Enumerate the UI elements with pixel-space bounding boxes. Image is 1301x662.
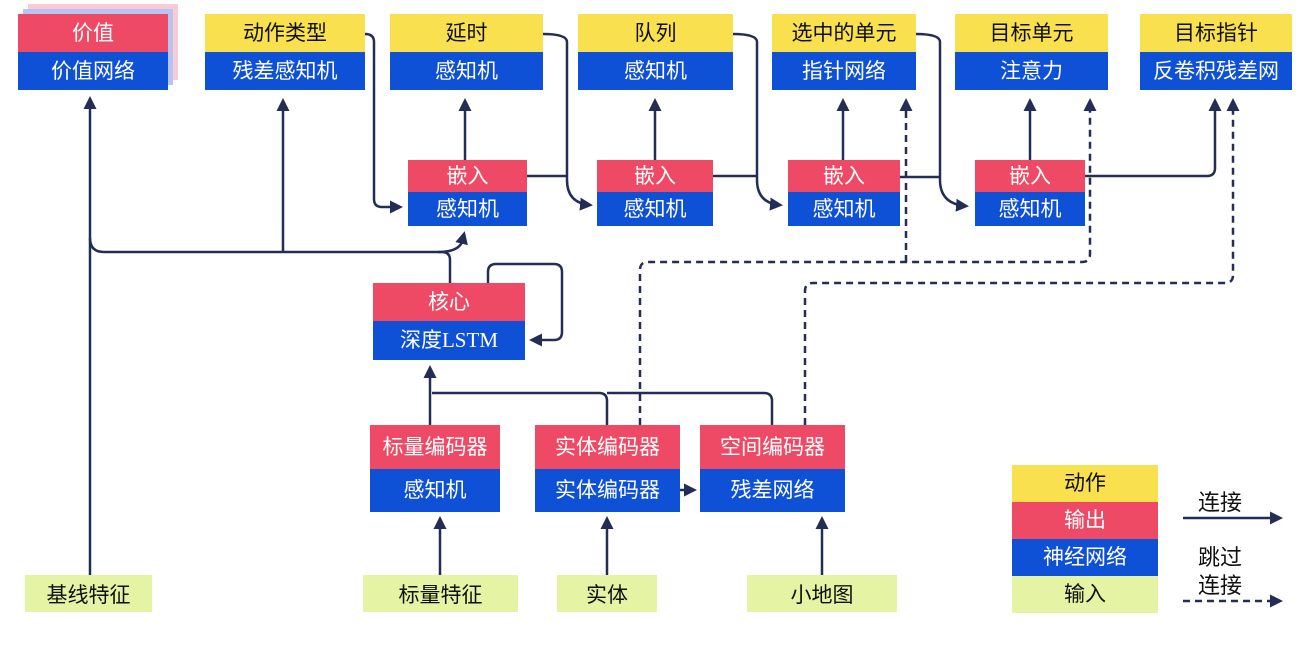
edge-core-to-embed1 [437,231,468,254]
node-spatial-encoder-header: 空间编码器 [700,425,845,469]
node-embed-4-header: 嵌入 [975,160,1085,192]
node-target-point: 目标指针 反卷积残差网 [1140,14,1292,90]
node-embed-4-body: 感知机 [975,192,1085,226]
node-action-type: 动作类型 残差感知机 [205,14,365,90]
input-scalar-features: 标量特征 [363,575,518,612]
node-value-header: 价值 [18,14,168,52]
node-embed-4: 嵌入 感知机 [975,160,1085,226]
input-baseline-features: 基线特征 [25,575,152,612]
node-spatial-encoder-body: 残差网络 [700,469,845,512]
legend-input: 输入 [1012,576,1158,613]
node-spatial-encoder: 空间编码器 残差网络 [700,425,845,512]
legend-dashed-label-line2: 连接 [1198,573,1243,598]
edge-core-self-loop [486,262,564,347]
edge-spatial-to-lstm-bus [607,391,774,425]
node-queue: 队列 感知机 [578,14,733,90]
legend-network: 神经网络 [1012,539,1158,576]
legend: 动作 输出 神经网络 输入 [1012,465,1158,613]
node-delay: 延时 感知机 [390,14,543,90]
legend-dashed-label-line1: 跳过 [1198,545,1243,570]
edge-delay-to-embed2 [542,32,593,211]
input-entities: 实体 [557,575,657,612]
node-embed-1: 嵌入 感知机 [408,160,527,226]
node-core: 核心 深度LSTM [373,283,525,360]
node-scalar-encoder: 标量编码器 感知机 [370,425,500,512]
node-embed-3-body: 感知机 [788,192,900,226]
legend-action: 动作 [1012,465,1158,502]
node-target-unit-body: 注意力 [955,52,1108,90]
node-selected-units-header: 选中的单元 [772,14,916,52]
edge-core-bus [88,237,452,283]
edge-actiontype-to-embed1 [364,32,403,214]
node-core-header: 核心 [373,283,525,321]
node-entity-encoder: 实体编码器 实体编码器 [535,425,680,512]
node-delay-body: 感知机 [390,52,543,90]
node-target-point-body: 反卷积残差网 [1140,52,1292,90]
edge-selectedunits-to-embed4 [915,32,969,212]
node-value-body: 价值网络 [18,52,168,90]
edge-embed4-to-targetpoint [1085,98,1222,178]
node-action-type-body: 残差感知机 [205,52,365,90]
skip-spatial-to-targetpoint [803,98,1240,425]
node-selected-units-body: 指针网络 [772,52,916,90]
node-action-type-header: 动作类型 [205,14,365,52]
node-target-unit: 目标单元 注意力 [955,14,1108,90]
node-target-unit-header: 目标单元 [955,14,1108,52]
node-embed-3: 嵌入 感知机 [788,160,900,226]
node-embed-1-header: 嵌入 [408,160,527,192]
node-selected-units: 选中的单元 指针网络 [772,14,916,90]
node-embed-2-header: 嵌入 [597,160,713,192]
node-queue-header: 队列 [578,14,733,52]
legend-solid-label: 连接 [1198,490,1243,515]
node-scalar-encoder-header: 标量编码器 [370,425,500,469]
node-scalar-encoder-body: 感知机 [370,469,500,512]
skip-entity-to-targetunit [638,98,1097,425]
legend-output: 输出 [1012,502,1158,539]
node-embed-2-body: 感知机 [597,192,713,226]
node-target-point-header: 目标指针 [1140,14,1292,52]
node-core-body: 深度LSTM [373,321,525,360]
node-queue-body: 感知机 [578,52,733,90]
edge-entity-to-lstm-bus [432,391,609,425]
node-embed-3-header: 嵌入 [788,160,900,192]
edge-queue-to-embed3 [732,32,783,211]
node-delay-header: 延时 [390,14,543,52]
node-embed-1-body: 感知机 [408,192,527,226]
input-minimap: 小地图 [747,575,897,612]
node-entity-encoder-body: 实体编码器 [535,469,680,512]
node-entity-encoder-header: 实体编码器 [535,425,680,469]
node-embed-2: 嵌入 感知机 [597,160,713,226]
node-value: 价值 价值网络 [18,14,168,90]
